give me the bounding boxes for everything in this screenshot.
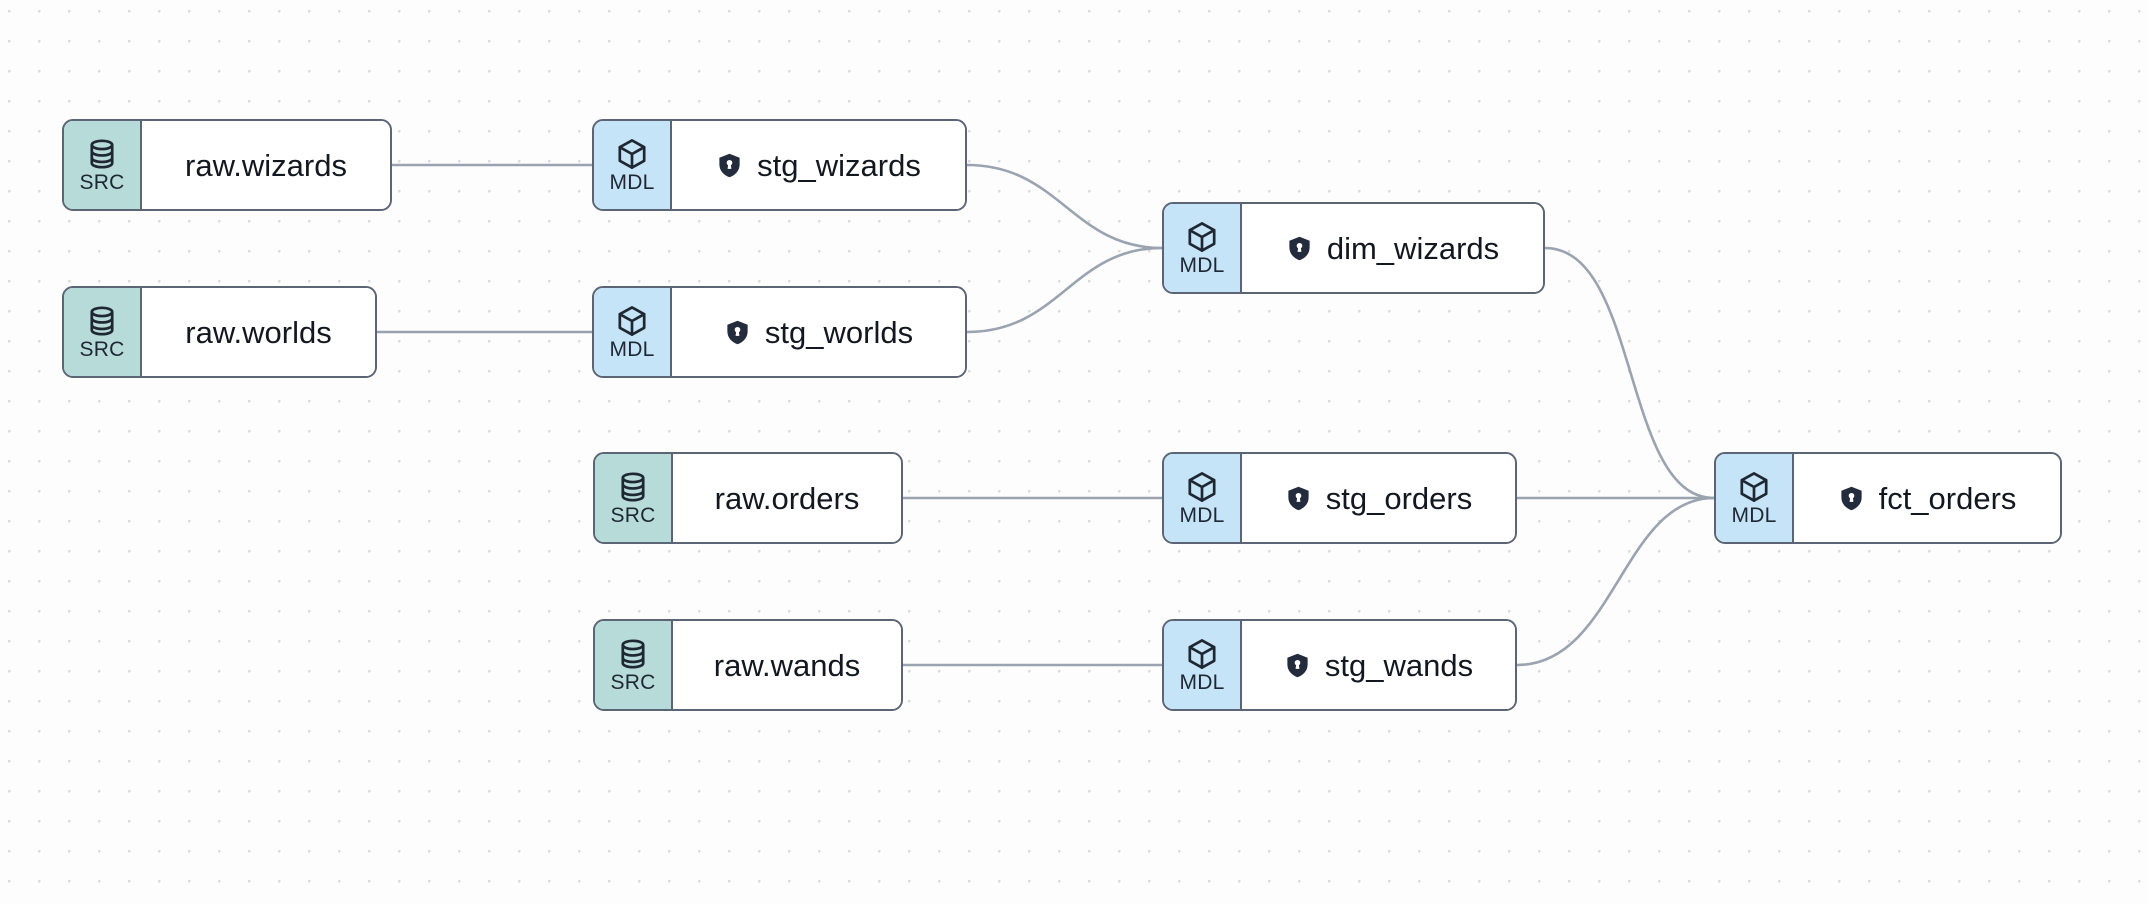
node-raw-orders[interactable]: SRC raw.orders [593, 452, 903, 544]
node-label: stg_wizards [757, 147, 921, 183]
node-label: raw.wands [713, 647, 861, 683]
node-raw-wizards[interactable]: SRC raw.wizards [62, 119, 392, 211]
database-icon [85, 304, 119, 338]
shield-lock-icon [716, 152, 743, 179]
edge-dim-wizards-to-fct-orders [1543, 246, 1716, 500]
cube-icon [1737, 470, 1771, 504]
node-body: stg_wizards [672, 121, 965, 209]
node-stg-worlds[interactable]: MDL stg_worlds [592, 286, 967, 378]
node-label: stg_orders [1325, 480, 1473, 516]
node-badge-mdl: MDL [1716, 454, 1794, 542]
node-body: raw.wizards [142, 121, 390, 209]
node-label: raw.wizards [185, 147, 347, 183]
database-icon [616, 470, 650, 504]
node-fct-orders[interactable]: MDL fct_orders [1714, 452, 2062, 544]
node-body: dim_wizards [1242, 204, 1543, 292]
node-body: raw.wands [673, 621, 901, 709]
node-body: raw.worlds [142, 288, 375, 376]
cube-icon [1185, 470, 1219, 504]
cube-icon [615, 304, 649, 338]
node-raw-wands[interactable]: SRC raw.wands [593, 619, 903, 711]
node-body: stg_wands [1242, 621, 1515, 709]
node-badge-label: SRC [610, 504, 656, 527]
node-body: stg_worlds [672, 288, 965, 376]
node-badge-label: SRC [79, 338, 125, 361]
node-badge-label: MDL [1179, 504, 1225, 527]
shield-lock-icon [1285, 485, 1312, 512]
database-icon [85, 137, 119, 171]
node-dim-wizards[interactable]: MDL dim_wizards [1162, 202, 1545, 294]
cube-icon [1185, 637, 1219, 671]
node-badge-src: SRC [64, 121, 142, 209]
node-badge-src: SRC [595, 621, 673, 709]
node-label: raw.worlds [185, 314, 332, 350]
node-body: stg_orders [1242, 454, 1515, 542]
node-raw-worlds[interactable]: SRC raw.worlds [62, 286, 377, 378]
node-body: fct_orders [1794, 454, 2060, 542]
node-badge-label: SRC [610, 671, 656, 694]
node-badge-src: SRC [64, 288, 142, 376]
node-badge-mdl: MDL [1164, 204, 1242, 292]
edge-stg-wizards-to-dim-wizards [965, 163, 1164, 250]
cube-icon [615, 137, 649, 171]
node-body: raw.orders [673, 454, 901, 542]
node-badge-mdl: MDL [1164, 454, 1242, 542]
node-label: stg_worlds [764, 314, 914, 350]
node-badge-label: MDL [1179, 254, 1225, 277]
node-badge-label: MDL [609, 171, 655, 194]
node-badge-label: MDL [1179, 671, 1225, 694]
shield-lock-icon [1284, 652, 1311, 679]
node-badge-mdl: MDL [594, 121, 672, 209]
node-badge-label: SRC [79, 171, 125, 194]
node-badge-mdl: MDL [594, 288, 672, 376]
node-badge-mdl: MDL [1164, 621, 1242, 709]
node-badge-src: SRC [595, 454, 673, 542]
cube-icon [1185, 220, 1219, 254]
database-icon [616, 637, 650, 671]
shield-lock-icon [1838, 485, 1865, 512]
node-label: raw.orders [714, 480, 860, 516]
node-label: fct_orders [1878, 480, 2017, 516]
node-label: dim_wizards [1326, 230, 1500, 266]
edge-stg-wands-to-fct-orders [1515, 496, 1716, 667]
node-stg-wands[interactable]: MDL stg_wands [1162, 619, 1517, 711]
node-badge-label: MDL [609, 338, 655, 361]
shield-lock-icon [724, 319, 751, 346]
node-stg-wizards[interactable]: MDL stg_wizards [592, 119, 967, 211]
node-stg-orders[interactable]: MDL stg_orders [1162, 452, 1517, 544]
shield-lock-icon [1286, 235, 1313, 262]
edge-stg-worlds-to-dim-wizards [965, 246, 1164, 334]
node-badge-label: MDL [1731, 504, 1777, 527]
node-label: stg_wands [1324, 647, 1474, 683]
